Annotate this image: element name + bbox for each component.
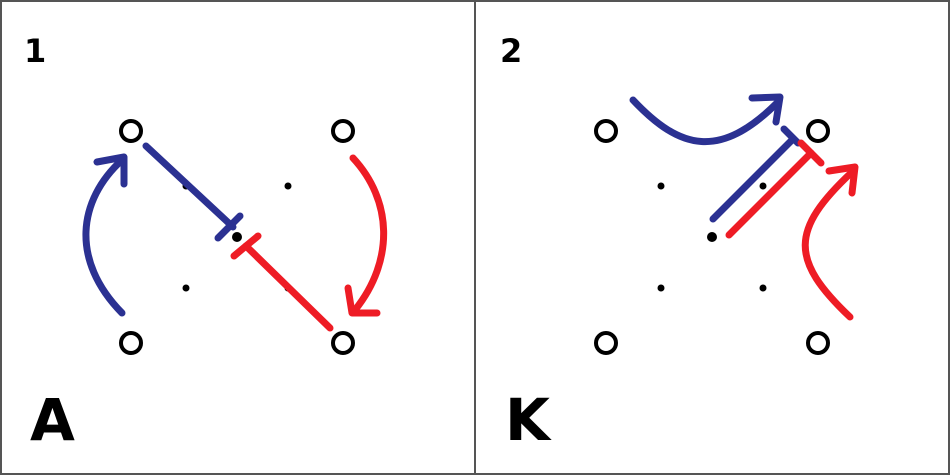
dot-lower-right [759, 284, 767, 292]
dot-center [232, 232, 242, 242]
blue-curved-arrow [629, 96, 782, 145]
panel-1-letter: A [30, 386, 75, 454]
blue-diagonal-line [709, 135, 797, 223]
blue-arrowhead [748, 93, 784, 126]
red-diagonal-line [242, 242, 334, 332]
red-arrowhead [825, 163, 859, 197]
panel-1: 1 A [24, 32, 388, 454]
hole-bottom-right [331, 331, 355, 355]
red-diagonal-line [725, 149, 815, 239]
hole-top-right [331, 119, 355, 143]
hole-top-left [119, 119, 143, 143]
red-t-bar [797, 139, 825, 167]
panel-1-number: 1 [24, 32, 46, 70]
red-curved-arrow [801, 168, 856, 321]
hole-top-left [594, 119, 618, 143]
blue-arrowhead [93, 153, 128, 188]
red-t-bar [230, 232, 262, 260]
red-arrowhead [344, 284, 381, 317]
panel-2-number: 2 [500, 32, 522, 70]
hole-bottom-left [594, 331, 618, 355]
dot-upper-right [759, 182, 767, 190]
blue-t-bar [780, 125, 802, 147]
panel-2: 2 K [500, 32, 859, 454]
dot-lower-left [182, 284, 190, 292]
dot-upper-right [284, 182, 292, 190]
dot-lower-left [657, 284, 665, 292]
dot-upper-left [657, 182, 665, 190]
panel-2-letter: K [505, 386, 552, 454]
hole-bottom-left [119, 331, 143, 355]
blue-curved-arrow [82, 156, 126, 317]
dot-center [707, 232, 717, 242]
red-curved-arrow [349, 154, 388, 314]
blue-diagonal-line [142, 142, 237, 231]
hole-bottom-right [806, 331, 830, 355]
hole-top-right [806, 119, 830, 143]
blue-t-bar [214, 212, 244, 242]
